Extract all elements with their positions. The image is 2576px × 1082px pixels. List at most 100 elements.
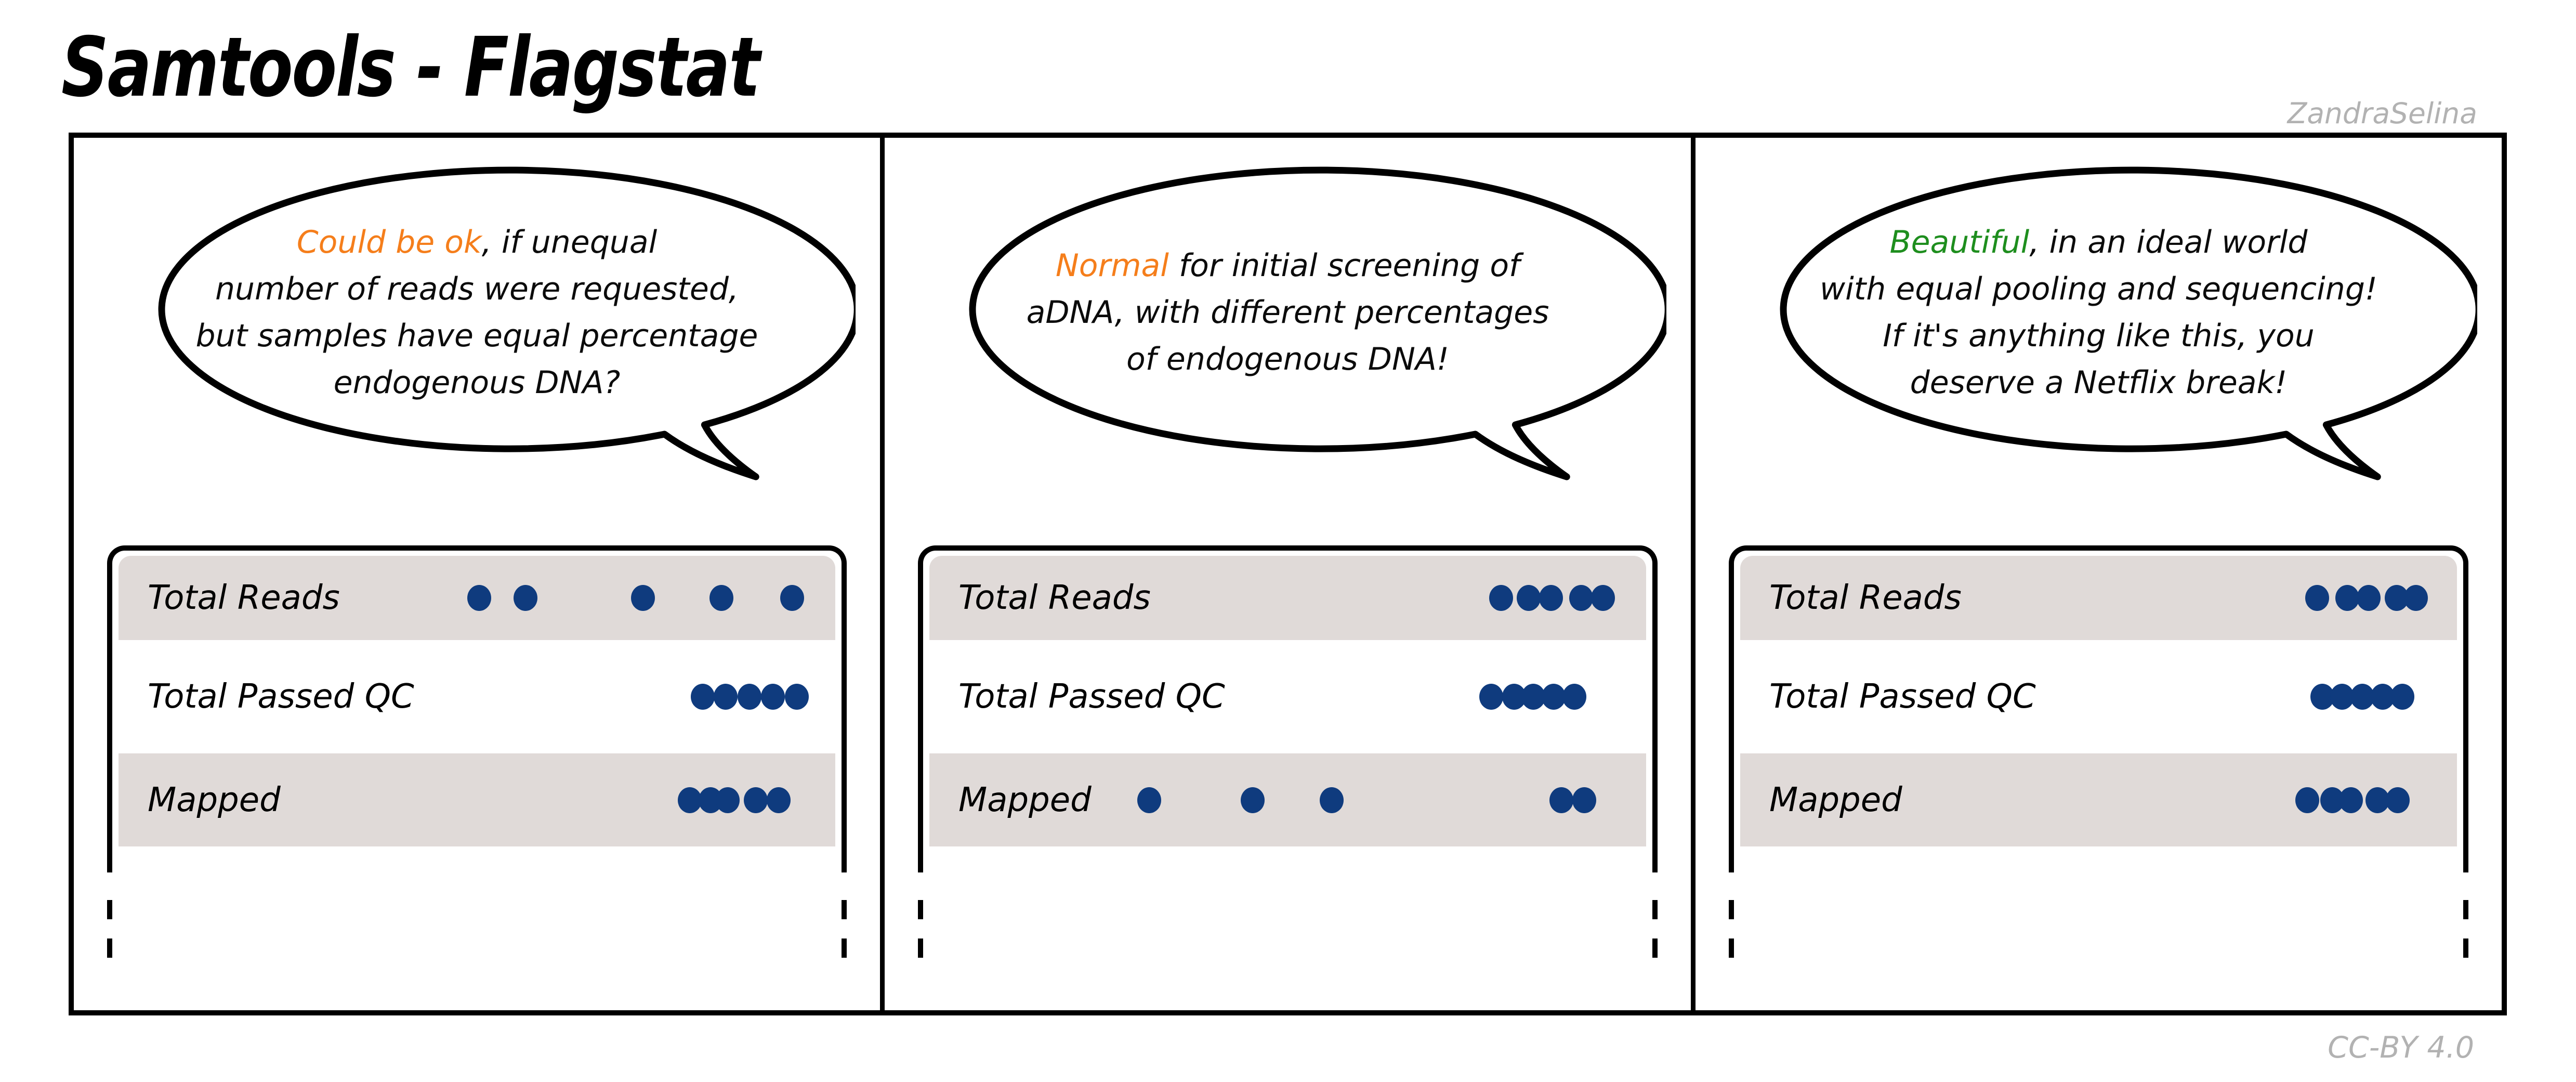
speech-bubble-outline [1780, 166, 2478, 480]
read-dot [1542, 684, 1566, 710]
speech-bubble-text: Could be ok, if unequal number of reads w… [196, 219, 758, 406]
table-row-passed-qc: Total Passed QC [119, 640, 835, 753]
read-dot [631, 585, 655, 611]
read-dot [1562, 684, 1587, 710]
read-dot [678, 787, 702, 813]
read-dot [1489, 585, 1514, 611]
bubble-text-segment: but samples have equal percentage [195, 318, 758, 354]
read-dot [737, 684, 761, 710]
bubble-text-segment: , in an ideal world [2029, 224, 2308, 260]
speech-bubble-2: Normal for initial screening of aDNA, wit… [909, 165, 1667, 524]
read-dot [1521, 684, 1546, 710]
table-spacer [1740, 846, 2457, 872]
table-row-total-reads: Total Reads [119, 556, 835, 640]
table-continuation-dashes [918, 881, 1658, 959]
read-dots-total-reads [119, 556, 835, 640]
read-dot [2370, 684, 2395, 710]
read-dots-mapped [1740, 753, 2457, 846]
read-dot [761, 684, 785, 710]
flagstat-table-2: Total Reads Total Passed QC Mapped [918, 545, 1658, 872]
row-label-total-reads: Total Reads [958, 579, 1151, 617]
bubble-text-segment: aDNA, with different percentages [1026, 294, 1549, 331]
speech-bubble-text-wrap: Normal for initial screening of aDNA, wit… [962, 179, 1614, 446]
read-dots-passed-qc [119, 640, 835, 753]
dash-right [1652, 881, 1658, 959]
comic-panel-2: Normal for initial screening of aDNA, wit… [885, 138, 1696, 1010]
flagstat-table-1: Total Reads Total Passed QC Mapped [107, 545, 847, 872]
read-dot [2350, 684, 2374, 710]
speech-bubble-1: Could be ok, if unequal number of reads w… [98, 165, 856, 524]
row-label-passed-qc: Total Passed QC [148, 677, 414, 716]
license-label: CC-BY 4.0 [2328, 1031, 2474, 1065]
table-spacer [119, 846, 835, 872]
row-label-mapped: Mapped [1769, 780, 1902, 819]
read-dot [1240, 787, 1265, 813]
read-dot [784, 684, 809, 710]
read-dot [709, 585, 733, 611]
read-dot [1591, 585, 1615, 611]
bubble-text-segment: Normal [1055, 247, 1169, 284]
read-dot [1137, 787, 1162, 813]
read-dot [467, 585, 491, 611]
read-dot [2365, 787, 2389, 813]
read-dot [767, 787, 791, 813]
read-dot [2385, 787, 2410, 813]
read-dot [2357, 585, 2381, 611]
read-dot [2338, 787, 2363, 813]
row-label-passed-qc: Total Passed QC [1769, 677, 2036, 716]
bubble-text-segment: Could be ok [296, 224, 482, 260]
read-dots-mapped [119, 753, 835, 846]
speech-bubble-outline [158, 166, 856, 480]
bubble-text-segment: endogenous DNA? [333, 364, 621, 401]
read-dot [780, 585, 805, 611]
table-spacer [929, 846, 1646, 872]
read-dots-total-reads [929, 556, 1646, 640]
author-credit: ZandraSelina [2287, 97, 2477, 130]
table-continuation-dashes [1729, 881, 2468, 959]
row-label-passed-qc: Total Passed QC [958, 677, 1225, 716]
read-dot [743, 787, 768, 813]
speech-bubble-text: Normal for initial screening of aDNA, wit… [1027, 242, 1549, 383]
read-dot [1572, 787, 1597, 813]
bubble-text-segment: number of reads were requested, [215, 271, 739, 307]
row-label-mapped: Mapped [958, 780, 1092, 819]
bubble-text-segment: If it's anything like this, you [1883, 318, 2315, 354]
bubble-text-segment: of endogenous DNA! [1126, 341, 1449, 377]
table-continuation-dashes [107, 881, 847, 959]
read-dot [2310, 684, 2334, 710]
read-dot [2335, 585, 2359, 611]
table-row-total-reads: Total Reads [929, 556, 1646, 640]
row-label-mapped: Mapped [148, 780, 281, 819]
bubble-text-segment: with equal pooling and sequencing! [1820, 271, 2377, 307]
read-dot [716, 787, 740, 813]
read-dot [1539, 585, 1563, 611]
bubble-text-segment: , if unequal [481, 224, 658, 260]
read-dot [1479, 684, 1504, 710]
read-dot [2330, 684, 2355, 710]
read-dot [1516, 585, 1541, 611]
table-row-mapped: Mapped [929, 753, 1646, 846]
table-row-mapped: Mapped [119, 753, 835, 846]
read-dot [2295, 787, 2319, 813]
dash-right [842, 881, 847, 959]
row-label-total-reads: Total Reads [1769, 579, 1962, 617]
read-dot [2390, 684, 2415, 710]
read-dot [2404, 585, 2428, 611]
read-dot [2305, 585, 2330, 611]
table-row-total-reads: Total Reads [1740, 556, 2457, 640]
read-dot [1569, 585, 1593, 611]
flagstat-table-3: Total Reads Total Passed QC Mapped [1729, 545, 2468, 872]
read-dot [714, 684, 738, 710]
read-dots-mapped [929, 753, 1646, 846]
table-row-passed-qc: Total Passed QC [1740, 640, 2457, 753]
table-row-mapped: Mapped [1740, 753, 2457, 846]
bubble-text-segment: deserve a Netflix break! [1910, 364, 2288, 401]
bubble-text-segment: for initial screening of [1168, 247, 1520, 284]
read-dots-passed-qc [929, 640, 1646, 753]
speech-bubble-text-wrap: Could be ok, if unequal number of reads w… [151, 179, 803, 446]
